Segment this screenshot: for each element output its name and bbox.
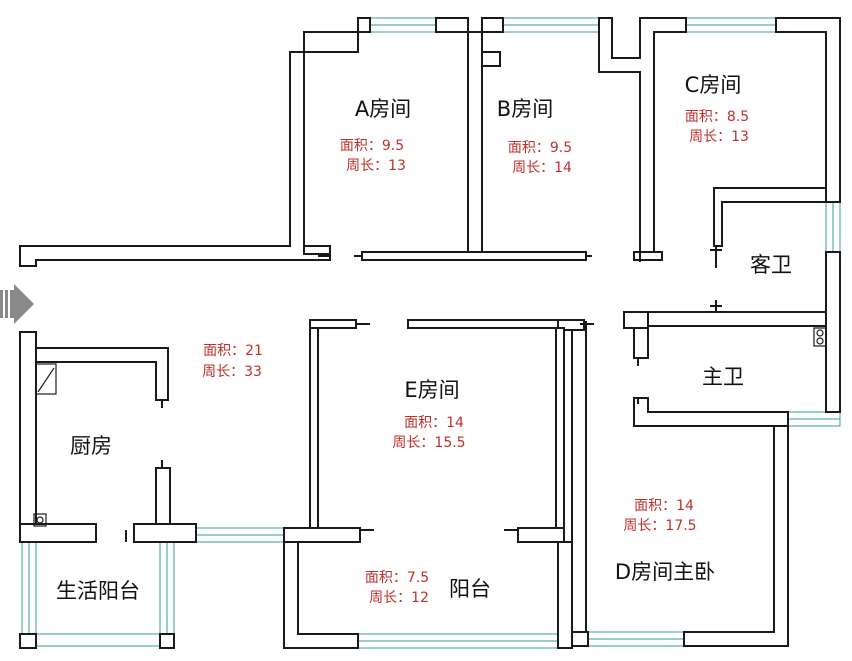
room-a-area: 面积：9.5 [340, 138, 404, 154]
room-a-perimeter: 周长：13 [346, 158, 406, 174]
room-d-area: 面积：14 [634, 498, 694, 514]
entrance-arrow-icon [0, 284, 34, 324]
kitchen-name: 厨房 [70, 434, 112, 458]
room-b-perimeter: 周长：14 [512, 160, 572, 176]
main-bath-name: 主卫 [702, 365, 744, 389]
room-c-perimeter: 周长：13 [689, 129, 749, 145]
balcony-name: 阳台 [449, 577, 491, 601]
room-d-perimeter: 周长：17.5 [623, 518, 696, 534]
bath-fixture [813, 327, 827, 347]
utility-balcony-name: 生活阳台 [56, 579, 140, 603]
room-b-name: B房间 [497, 97, 553, 121]
balcony-area: 面积：7.5 [365, 570, 429, 586]
room-e-area: 面积：14 [404, 415, 464, 431]
room-e-name: E房间 [404, 378, 459, 402]
room-d-name: D房间主卧 [615, 560, 715, 584]
utility-drain [33, 513, 47, 527]
living-perimeter: 周长：33 [202, 364, 262, 380]
living-area: 面积：21 [203, 343, 263, 359]
guest-bath-name: 客卫 [750, 253, 792, 277]
window-utility-bottom [35, 633, 161, 647]
balcony-perimeter: 周长：12 [369, 590, 429, 606]
room-b-area: 面积：9.5 [508, 140, 572, 156]
fixtures [33, 327, 827, 527]
room-e-perimeter: 周长：15.5 [392, 435, 465, 451]
doors [95, 246, 722, 542]
room-a-name: A房间 [355, 97, 411, 121]
room-c-area: 面积：8.5 [685, 109, 749, 125]
kitchen-appliance [35, 363, 57, 395]
room-c-name: C房间 [685, 73, 742, 97]
walls [19, 17, 841, 649]
